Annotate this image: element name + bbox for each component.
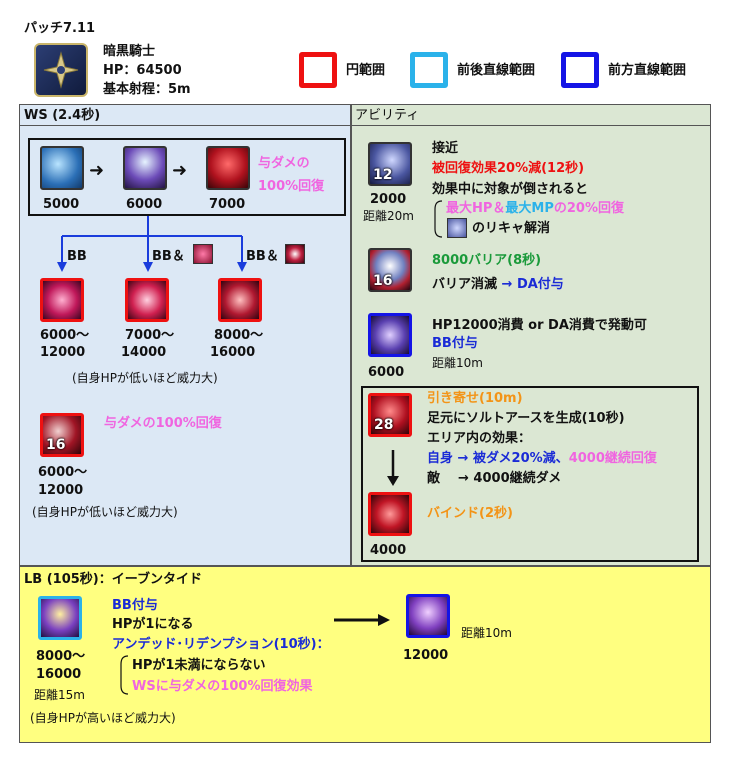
a2-line1: 8000バリア(8秒) xyxy=(432,253,542,268)
a4-line1: 足元にソルトアースを生成(10秒) xyxy=(427,411,625,426)
legend-front-back-label: 前後直線範囲 xyxy=(457,63,536,78)
lb-potency-1: 8000～ xyxy=(36,649,86,664)
salted-earth-icon: 28 xyxy=(368,393,412,437)
comeuppance-icon xyxy=(218,278,262,322)
ws-header-bar xyxy=(19,104,351,126)
lb-line4: HPが1未満にならない xyxy=(132,658,266,673)
arrow-right-icon: ➜ xyxy=(172,160,188,181)
lb-line3: アンデッド･リデンプション(10秒)： xyxy=(112,637,330,652)
single-potency-1: 6000～ xyxy=(38,465,88,480)
combo-note-2: 100%回復 xyxy=(258,179,325,194)
a3-range: 距離10m xyxy=(432,356,483,370)
single-sub: (自身HPが低いほど威力大) xyxy=(32,505,178,519)
a2-line2: バリア消滅 → DA付与 xyxy=(432,277,564,292)
legend-front-back-swatch xyxy=(410,52,448,88)
branch-note: (自身HPが低いほど威力大) xyxy=(72,371,218,385)
a4-line4: 敵→ 4000継続ダメ xyxy=(427,471,562,486)
combo-potency-2: 6000 xyxy=(126,197,163,212)
a4-line3: 自身 → 被ダメ20%減、4000継続回復 xyxy=(427,451,657,466)
salt-and-darkness-icon xyxy=(368,492,412,536)
a1-line3: 最大HP＆最大MPの20%回復 xyxy=(446,201,625,216)
lb-follow-range: 距離10m xyxy=(461,626,512,640)
a4-potency: 4000 xyxy=(370,543,407,558)
a1-line1: 被回復効果20%減(12秒) xyxy=(432,161,585,176)
lb-panel xyxy=(19,566,711,743)
job-range: 基本射程：5m xyxy=(103,82,191,97)
lb-follow-potency: 12000 xyxy=(403,648,449,663)
branch-potency-3b: 16000 xyxy=(210,345,256,360)
branch-label-bb: BB xyxy=(67,249,87,264)
arrow-right-icon: ➜ xyxy=(89,160,105,181)
unmend-icon: 16 xyxy=(40,413,84,457)
patch-label: パッチ7.11 xyxy=(24,21,96,36)
salted-earth-box xyxy=(361,386,699,562)
a1-line4: のリキャ解消 xyxy=(472,221,551,236)
disesteem-icon xyxy=(38,596,82,640)
bloodspiller-icon xyxy=(40,278,84,322)
lb-range: 距離15m xyxy=(34,688,85,702)
lb-sub: (自身HPが高いほど威力大) xyxy=(30,711,176,725)
single-note: 与ダメの100%回復 xyxy=(104,416,222,431)
plunge-icon: 12 xyxy=(368,142,412,186)
hard-slash-icon xyxy=(40,146,84,190)
bloodspiller-mini-icon xyxy=(285,244,305,264)
ability-header-bar xyxy=(351,104,711,126)
a1-line2: 効果中に対象が倒されると xyxy=(432,182,589,197)
branch-potency-2a: 7000～ xyxy=(125,328,175,343)
a3-potency: 6000 xyxy=(368,365,405,380)
branch-potency-1b: 12000 xyxy=(40,345,86,360)
syphon-strike-icon xyxy=(123,146,167,190)
branch-potency-2b: 14000 xyxy=(121,345,167,360)
combo-potency-3: 7000 xyxy=(209,197,246,212)
a1-bracket xyxy=(434,200,443,238)
a3-line1: HP12000消費 or DA消費で発動可 xyxy=(432,318,647,333)
branch-label-bb-2: BB＆ xyxy=(152,249,185,264)
combo-potency-1: 5000 xyxy=(43,197,80,212)
a1-title: 接近 xyxy=(432,141,459,156)
scarlet-delirium-icon xyxy=(125,278,169,322)
job-name: 暗黒騎士 xyxy=(103,44,156,59)
a1-range: 距離20m xyxy=(363,209,414,223)
a3-line2: BB付与 xyxy=(432,336,478,351)
lb-line2: HPが1になる xyxy=(112,617,194,632)
a4-line2: エリア内の効果： xyxy=(427,431,532,446)
arrow-down-icon xyxy=(387,450,399,486)
ws-header: WS (2.4秒) xyxy=(24,108,101,123)
plunge-mini-icon xyxy=(447,218,467,238)
job-icon xyxy=(34,43,88,97)
lb-arrow-icon xyxy=(334,614,390,626)
lb-line5: WSに与ダメの100%回復効果 xyxy=(132,679,313,694)
combo-note-1: 与ダメの xyxy=(258,156,310,171)
single-potency-2: 12000 xyxy=(38,483,84,498)
a4-bind: バインド(2秒) xyxy=(427,506,513,521)
branch-label-bb-3: BB＆ xyxy=(246,249,279,264)
oblation-icon: 16 xyxy=(368,248,412,292)
legend-front-swatch xyxy=(561,52,599,88)
legend-circle-label: 円範囲 xyxy=(346,63,386,78)
legend-front-label: 前方直線範囲 xyxy=(608,63,687,78)
lb-bracket xyxy=(120,655,129,695)
a4-title: 引き寄せ(10m) xyxy=(427,391,523,406)
lb-potency-2: 16000 xyxy=(36,667,82,682)
lb-header: LB (105秒)：イーブンタイド xyxy=(24,572,202,587)
branch-potency-3a: 8000～ xyxy=(214,328,264,343)
delirium-mini-icon xyxy=(193,244,213,264)
edge-of-shadow-icon xyxy=(368,313,412,357)
branch-lines xyxy=(57,216,247,272)
a1-potency: 2000 xyxy=(370,192,407,207)
job-hp: HP：64500 xyxy=(103,63,182,78)
branch-potency-1a: 6000～ xyxy=(40,328,90,343)
souleater-icon xyxy=(206,146,250,190)
ability-header: アビリティ xyxy=(355,108,420,123)
lb-line1: BB付与 xyxy=(112,598,158,613)
combo-box xyxy=(28,138,346,216)
legend-circle-swatch xyxy=(299,52,337,88)
impalement-icon xyxy=(406,594,450,638)
